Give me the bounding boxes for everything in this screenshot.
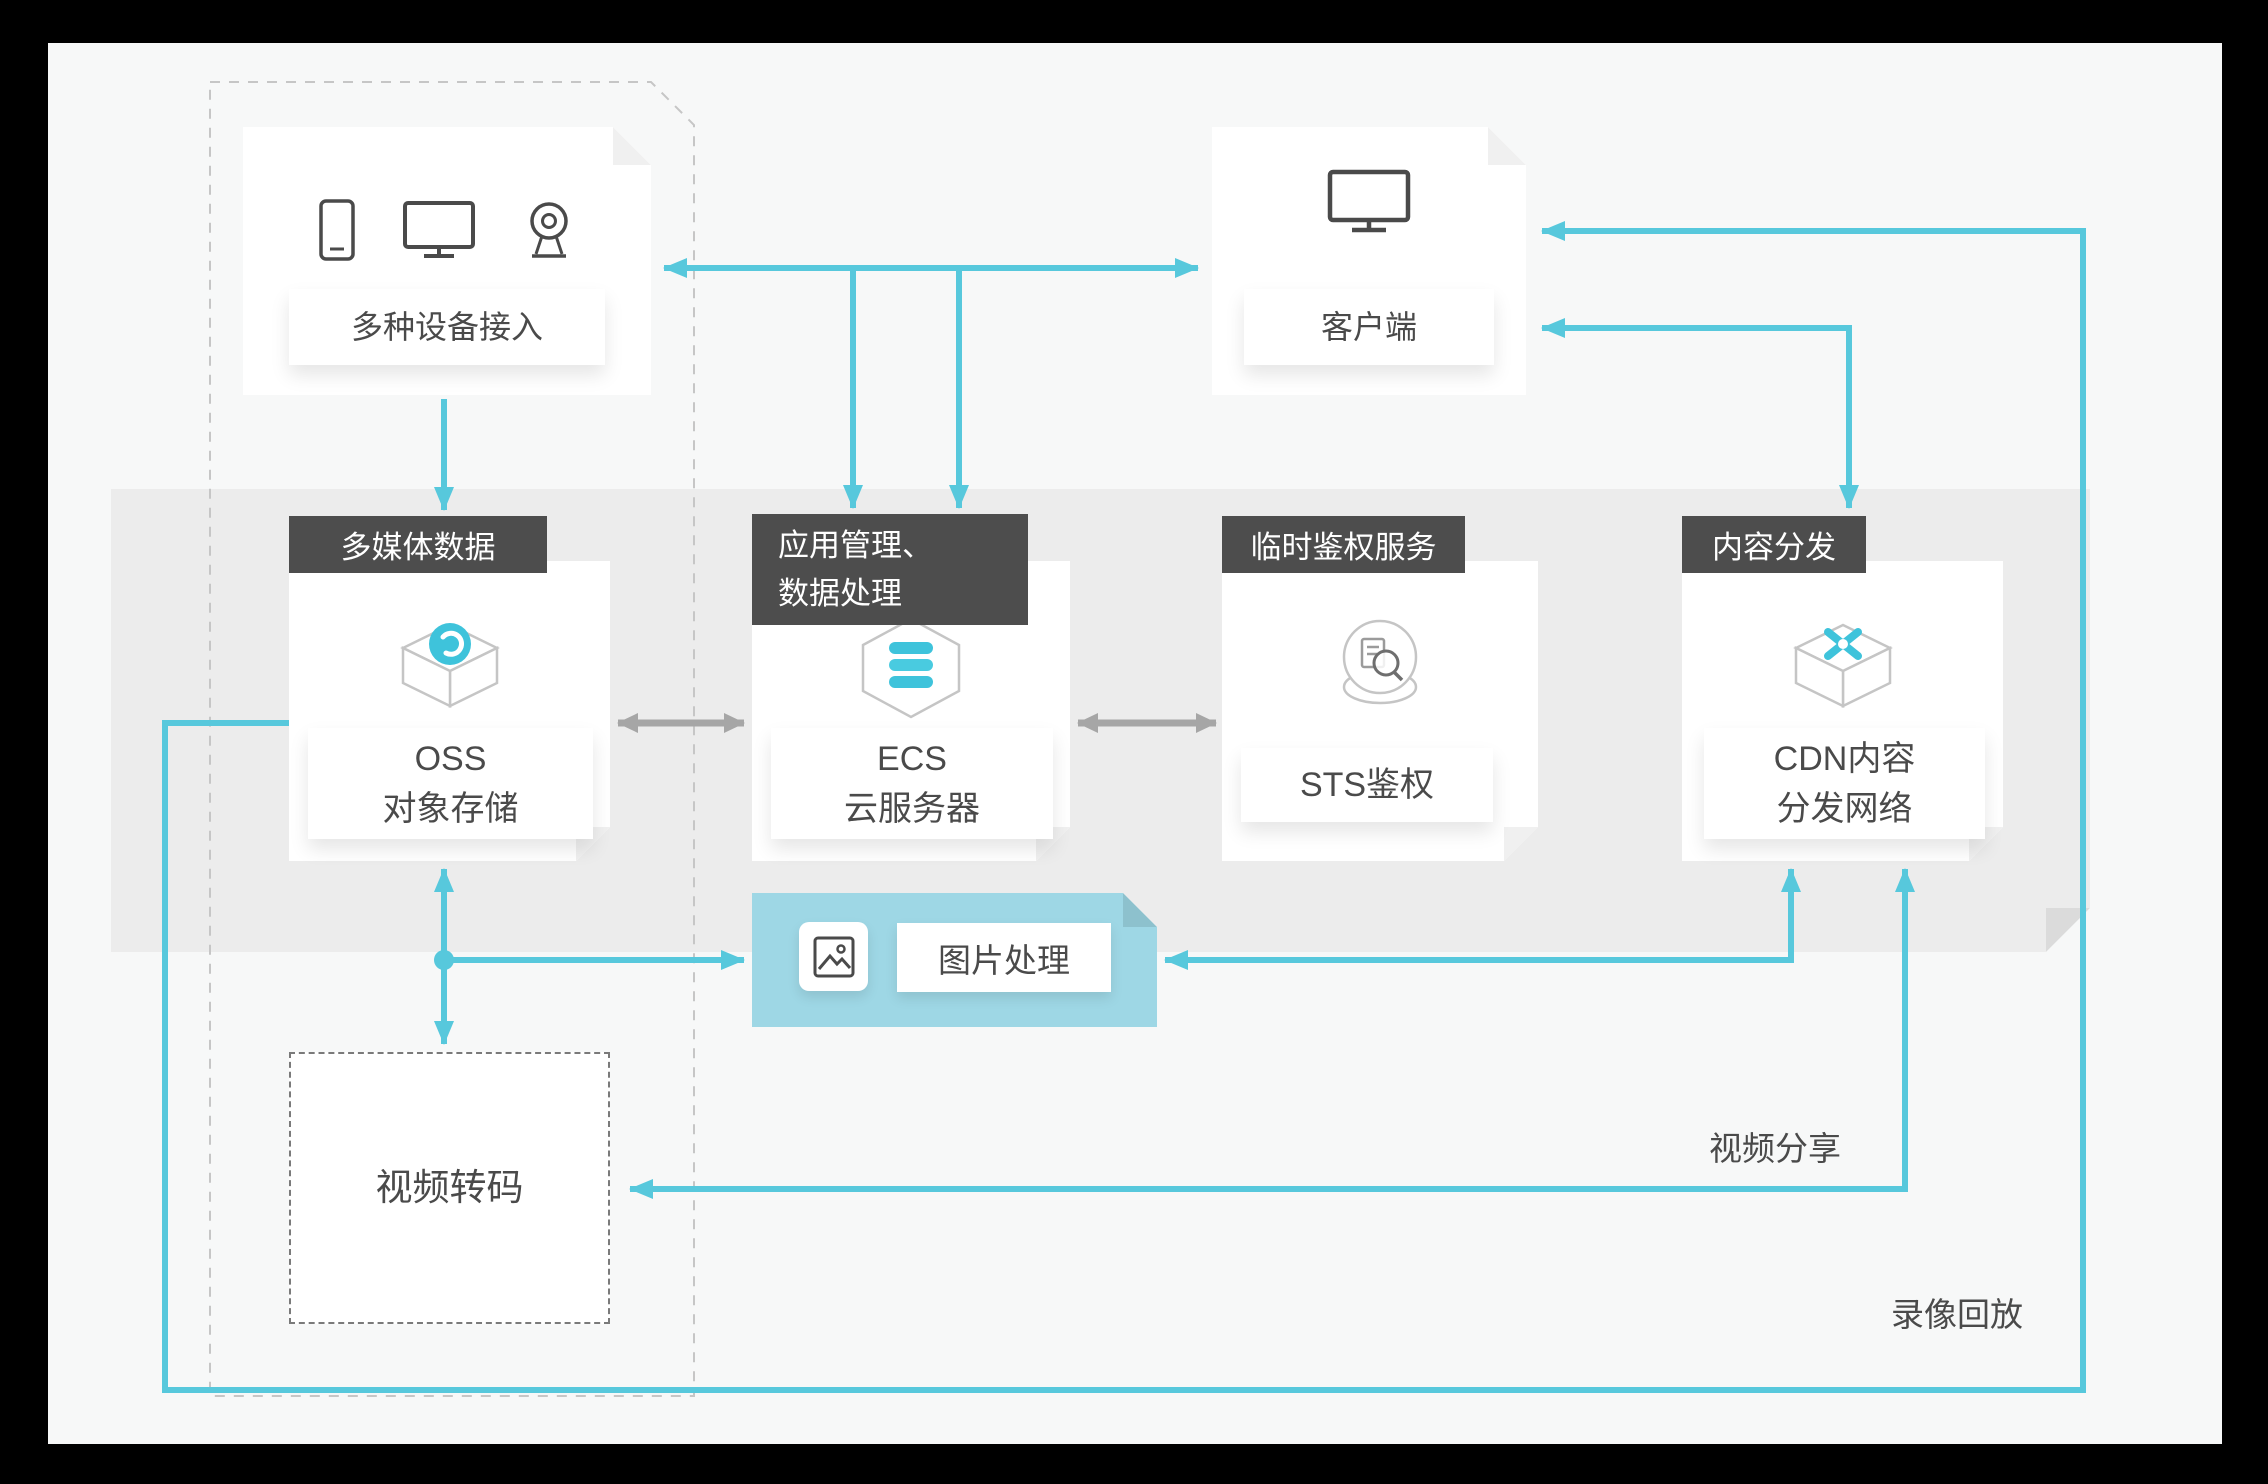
image-processing-label: 图片处理	[897, 923, 1111, 992]
ecs-name: ECS	[877, 739, 947, 778]
oss-storage-box-icon	[289, 611, 610, 723]
cdn-title: CDN内容 分发网络	[1704, 728, 1985, 839]
oss-title: OSS 对象存储	[308, 728, 593, 839]
cdn-tag: 内容分发	[1682, 516, 1866, 573]
monitor-icon	[1212, 169, 1526, 235]
ecs-tag-line2: 数据处理	[778, 575, 902, 611]
ecs-tag: 应用管理、 数据处理	[752, 514, 1028, 625]
ecs-server-hexagon-icon	[752, 613, 1070, 725]
sts-title: STS鉴权	[1241, 748, 1493, 822]
video-share-label: 视频分享	[1709, 1130, 1841, 1167]
client-label: 客户端	[1244, 289, 1494, 365]
cdn-subtitle: 分发网络	[1776, 789, 1913, 828]
sts-auth-magnifier-icon	[1222, 613, 1538, 725]
picture-icon	[799, 922, 868, 991]
smartphone-icon	[318, 199, 356, 266]
ecs-tag-line1: 应用管理、	[778, 527, 933, 563]
ecs-title: ECS 云服务器	[771, 728, 1053, 839]
devices-label: 多种设备接入	[289, 289, 605, 365]
video-transcode-box: 视频转码	[289, 1052, 610, 1324]
oss-tag: 多媒体数据	[289, 516, 547, 573]
monitor-icon	[402, 200, 476, 265]
webcam-icon	[522, 199, 576, 266]
cdn-distribution-box-icon	[1682, 611, 2003, 723]
oss-name: OSS	[414, 739, 487, 778]
video-transcode-label: 视频转码	[375, 1167, 524, 1208]
oss-subtitle: 对象存储	[382, 789, 519, 828]
ecs-subtitle: 云服务器	[844, 789, 980, 828]
video-playback-label: 录像回放	[1891, 1296, 2023, 1333]
cdn-name: CDN内容	[1773, 739, 1916, 778]
sts-tag: 临时鉴权服务	[1222, 516, 1465, 573]
